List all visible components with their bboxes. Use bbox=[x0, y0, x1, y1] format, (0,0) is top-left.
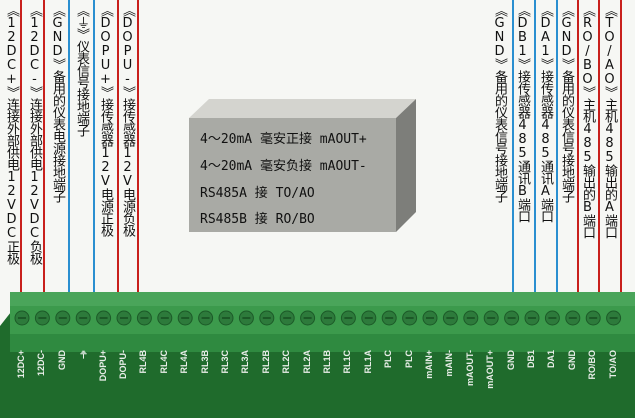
wire-dopu-minus bbox=[137, 0, 139, 318]
wire-signal-ground bbox=[93, 0, 95, 318]
silk-label: RL4C bbox=[158, 350, 169, 374]
note-box bbox=[189, 99, 416, 232]
silk-label: RL2A bbox=[301, 350, 312, 374]
silk-label: RL3A bbox=[240, 350, 251, 374]
silk-label: 12DC- bbox=[36, 350, 47, 377]
label-gnd-power: 《GND》备用的仪表电源接地端子 bbox=[50, 4, 65, 202]
silk-label: mAOUT+ bbox=[485, 350, 496, 389]
label-signal-ground: 《⏚》仪表信号接地端子 bbox=[74, 4, 89, 136]
note-line-maout-plus: 4～20mA 毫安正接 mAOUT+ bbox=[200, 132, 367, 147]
silk-label: GND bbox=[56, 350, 67, 370]
wire-db1 bbox=[534, 0, 536, 318]
silk-label: TO/AO bbox=[607, 350, 618, 379]
note-line-maout-minus: 4～20mA 毫安负接 mAOUT- bbox=[200, 159, 367, 174]
note-line-rs485b: RS485B 接 RO/BO bbox=[200, 212, 315, 227]
wire-to-ao bbox=[620, 0, 622, 318]
silk-label: DB1 bbox=[526, 350, 536, 369]
silk-label: RL3C bbox=[220, 350, 230, 374]
silk-label: RL2B bbox=[260, 350, 271, 374]
label-gnd-signal-a: 《GND》备用的仪表信号接地端子 bbox=[492, 4, 507, 202]
wire-12dc-plus bbox=[20, 0, 22, 318]
silk-label: RL4B bbox=[138, 350, 149, 374]
silk-label: RL1A bbox=[362, 350, 373, 374]
label-ro-bo: 《RO/BO》主机485输出的B端口 bbox=[580, 4, 595, 238]
wire-12dc-minus bbox=[43, 0, 45, 318]
wire-dopu-plus bbox=[117, 0, 119, 318]
silk-label: DOPU+ bbox=[97, 350, 108, 382]
silk-label: mAIN- bbox=[444, 350, 455, 377]
label-dopu-plus: 《DOPU+》接传感器12V电源正极 bbox=[98, 4, 113, 236]
silk-label: DOPU- bbox=[118, 350, 128, 379]
wire-gnd-signal-b bbox=[577, 0, 579, 318]
label-gnd-signal-b: 《GND》备用的仪表信号接地端子 bbox=[559, 4, 574, 202]
note-line-rs485a: RS485A 接 TO/AO bbox=[200, 186, 315, 201]
wire-da1 bbox=[556, 0, 558, 318]
silk-label: DA1 bbox=[546, 350, 557, 369]
wire-ro-bo bbox=[598, 0, 600, 318]
label-12dc-minus: 《12DC-》连接外部供电12VDC负极 bbox=[27, 4, 42, 264]
wire-gnd-signal-a bbox=[512, 0, 514, 318]
silk-label: RO/BO bbox=[587, 350, 598, 380]
label-da1: 《DA1》接传感器485通讯A端口 bbox=[538, 4, 553, 222]
silk-label: 12DC+ bbox=[16, 350, 26, 379]
label-dopu-minus: 《DOPU-》接传感器12V电源负极 bbox=[120, 4, 135, 236]
silk-label: RL3B bbox=[199, 350, 210, 374]
silk-label: mAIN+ bbox=[424, 350, 434, 379]
label-12dc-plus: 《12DC+》连接外部供电12VDC正极 bbox=[4, 4, 19, 264]
label-to-ao: 《TO/AO》主机485输出的A端口 bbox=[602, 4, 617, 238]
silk-label: PLC bbox=[383, 350, 394, 368]
silk-label: GND bbox=[505, 350, 516, 370]
silk-label: GND bbox=[566, 350, 577, 370]
silk-label: RL1C bbox=[342, 350, 353, 374]
silk-label: RL4A bbox=[179, 350, 190, 374]
wire-gnd-power bbox=[68, 0, 70, 318]
label-db1: 《DB1》接传感器485通讯B端口 bbox=[515, 4, 530, 222]
silk-label: RL1B bbox=[322, 350, 332, 374]
silk-label: PLC bbox=[403, 350, 414, 368]
silk-label: RL2C bbox=[281, 350, 292, 374]
silk-label: ⏚ bbox=[79, 350, 90, 359]
terminal-board bbox=[0, 292, 635, 418]
silk-label: mAOUT- bbox=[464, 350, 475, 386]
